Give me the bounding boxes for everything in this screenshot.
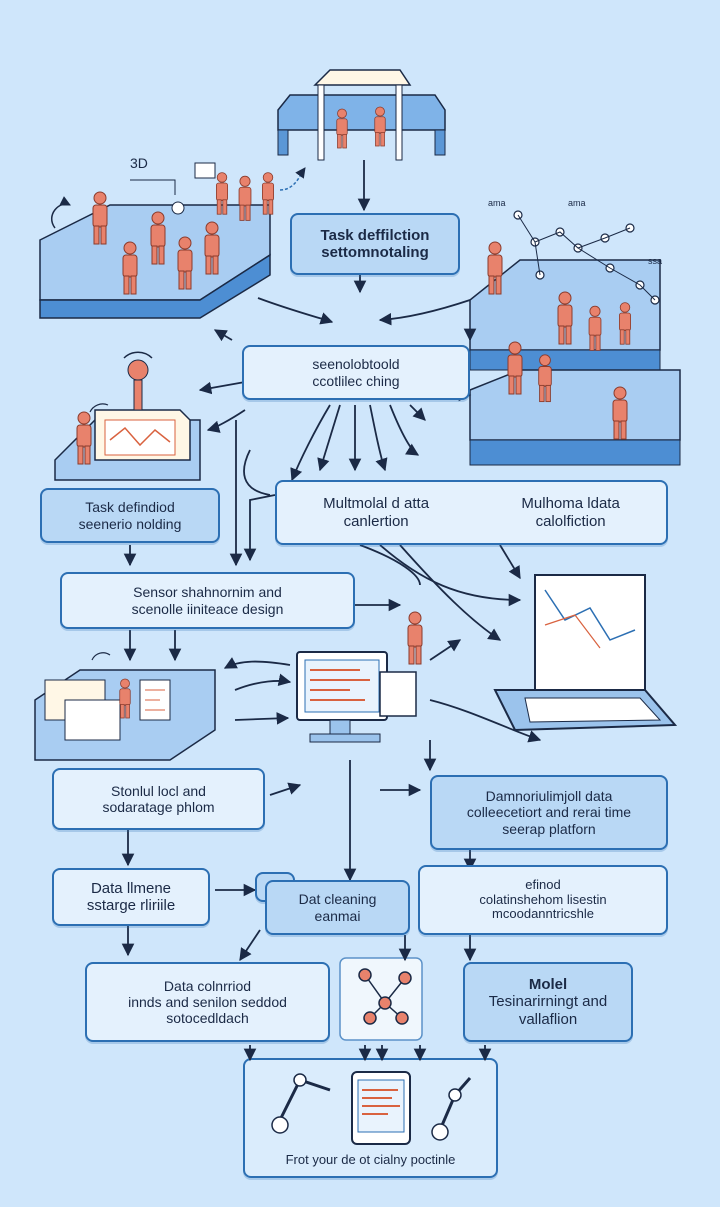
platform-illustration-right: ama ama ssa [469,198,681,466]
node-line: colatinshehom lisestin [479,891,607,907]
node-line: colleecetiort and rerai time [466,804,632,821]
node-data-storage: Data llmene sstarge rliriile [52,868,210,926]
annotation-ssa: ssa [648,256,662,266]
node-realtime-platform: Damnoriulimjoll data colleecetiort and r… [430,775,668,850]
node-model-training: Molel Tesinarirningt and vallaflion [463,962,633,1042]
node-multimodal-left: Multmolal d atta canlertion [323,495,429,530]
node-line: sodaratage phlom [102,799,215,815]
platform-illustration-left [39,162,306,319]
node-line: canlertion [343,512,409,530]
node-line: Stonlul locl and [111,782,206,799]
node-line: Multmolal d atta [323,495,430,513]
node-data-control: Data colnrriod innds and senilon seddod … [85,962,330,1042]
node-line: eanmai [314,907,361,924]
robot-arm-icon [271,1073,472,1141]
node-line: efinod [525,876,561,892]
node-line: seenolobtoold [312,356,400,373]
devices-illustration-left [34,652,216,761]
node-line: Molel [528,976,568,994]
node-line: ccotlilec ching [312,372,400,389]
node-line: Mulhoma ldata [521,495,620,513]
node-line: Tesinarirningt and [488,993,608,1011]
node-task-definition-top: Task deffilction settomnotaling [290,213,460,275]
node-line: Task deffilction [320,226,430,244]
node-line: Frot your de ot cialny poctinle [285,1152,456,1168]
node-line: settomnotaling [321,244,429,261]
network-graph-icon [339,957,423,1041]
sensor-box-illustration [54,351,201,481]
connector-arrows [121,160,542,1062]
node-data-cleaning: Dat cleaning eanmai [265,880,410,935]
node-line: innds and senilon seddod [128,993,287,1010]
node-line: sstarge rliriile [86,897,176,914]
node-line: Task defindiod [85,499,175,516]
node-line: Damnoriulimjoll data [485,788,613,805]
node-line: seenerio nolding [78,515,182,532]
node-line: vallaflion [518,1010,578,1028]
node-collation: efinod colatinshehom lisestin mcoodanntr… [418,865,668,935]
node-multimodal-container: Multmolal d atta canlertion Mulhoma ldat… [275,480,668,545]
node-line: Data llmene [90,879,172,897]
node-line: calolfiction [535,512,606,530]
annotation-ama-b: ama [568,198,586,208]
node-line: mcoodanntricshle [492,906,594,922]
annotation-ama-a: ama [488,198,506,208]
node-line: Sensor shahnornim and [133,584,282,601]
node-line: sotocedldach [166,1010,249,1027]
node-sensor-design: Sensor shahnornim and scenolle iiniteace… [60,572,355,629]
node-multimodal-right: Mulhoma ldata calolfiction [521,495,619,530]
table-illustration [277,69,446,161]
monitor-icon [296,611,423,743]
node-task-definition-left: Task defindiod seenerio nolding [40,488,220,543]
laptop-icon [493,574,678,732]
tablet-icon [351,1071,411,1145]
node-central: seenolobtoold ccotlilec ching [242,345,470,400]
node-line: scenolle iiniteace design [131,600,284,617]
annotation-3d: 3D [130,155,148,171]
node-storage-platform-left: Stonlul locl and sodaratage phlom [52,768,265,830]
node-line: Dat cleaning [298,891,377,908]
node-line: Data colnrriod [163,977,252,994]
node-line: seerap platforn [502,820,596,837]
